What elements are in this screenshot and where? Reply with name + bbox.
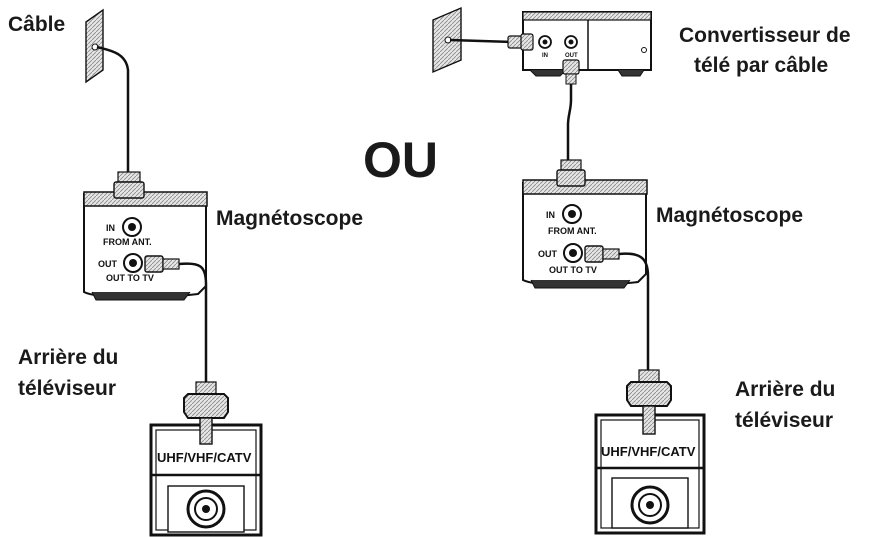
vcr-left bbox=[83, 171, 208, 301]
vcr-out-label-right: OUT bbox=[538, 249, 558, 259]
vcr-from-ant-label-right: FROM ANT. bbox=[548, 226, 597, 236]
cable-wall-to-vcr-left bbox=[96, 45, 130, 176]
vcr-out-to-tv-label-right: OUT TO TV bbox=[549, 265, 597, 275]
tv-port-label-right: UHF/VHF/CATV bbox=[601, 444, 696, 459]
vcr-from-ant-label-left: FROM ANT. bbox=[103, 237, 152, 247]
cable-label: Câble bbox=[8, 13, 65, 36]
tv-back-left bbox=[149, 381, 263, 537]
cable-vcr-to-tv-right bbox=[618, 252, 650, 372]
tv-label-left-line2: téléviseur bbox=[18, 377, 116, 400]
cable-converter-to-vcr bbox=[566, 84, 573, 165]
tv-label-right-line1: Arrière du bbox=[735, 378, 835, 401]
vcr-label-left: Magnétoscope bbox=[216, 207, 363, 230]
converter-label-line1: Convertisseur de bbox=[679, 24, 851, 47]
wall-outlet-left bbox=[85, 8, 104, 84]
or-separator: OU bbox=[363, 132, 438, 188]
tv-port-label-left: UHF/VHF/CATV bbox=[157, 450, 252, 465]
vcr-in-label-left: IN bbox=[106, 223, 115, 233]
converter-out-label: OUT bbox=[565, 53, 578, 59]
converter-label-line2: télé par câble bbox=[694, 54, 828, 77]
vcr-in-label-right: IN bbox=[546, 210, 555, 220]
tv-label-right-line2: téléviseur bbox=[735, 409, 833, 432]
cable-converter-box bbox=[507, 11, 652, 85]
tv-back-right bbox=[594, 369, 706, 535]
vcr-out-to-tv-label-left: OUT TO TV bbox=[106, 273, 154, 283]
vcr-label-right: Magnétoscope bbox=[656, 204, 803, 227]
vcr-out-label-left: OUT bbox=[98, 259, 118, 269]
tv-label-left-line1: Arrière du bbox=[18, 346, 118, 369]
converter-in-label: IN bbox=[542, 53, 548, 59]
cable-wall-to-converter bbox=[449, 38, 513, 44]
wall-outlet-right bbox=[432, 6, 462, 74]
vcr-right bbox=[522, 159, 648, 289]
cable-vcr-to-tv-left bbox=[178, 262, 208, 385]
